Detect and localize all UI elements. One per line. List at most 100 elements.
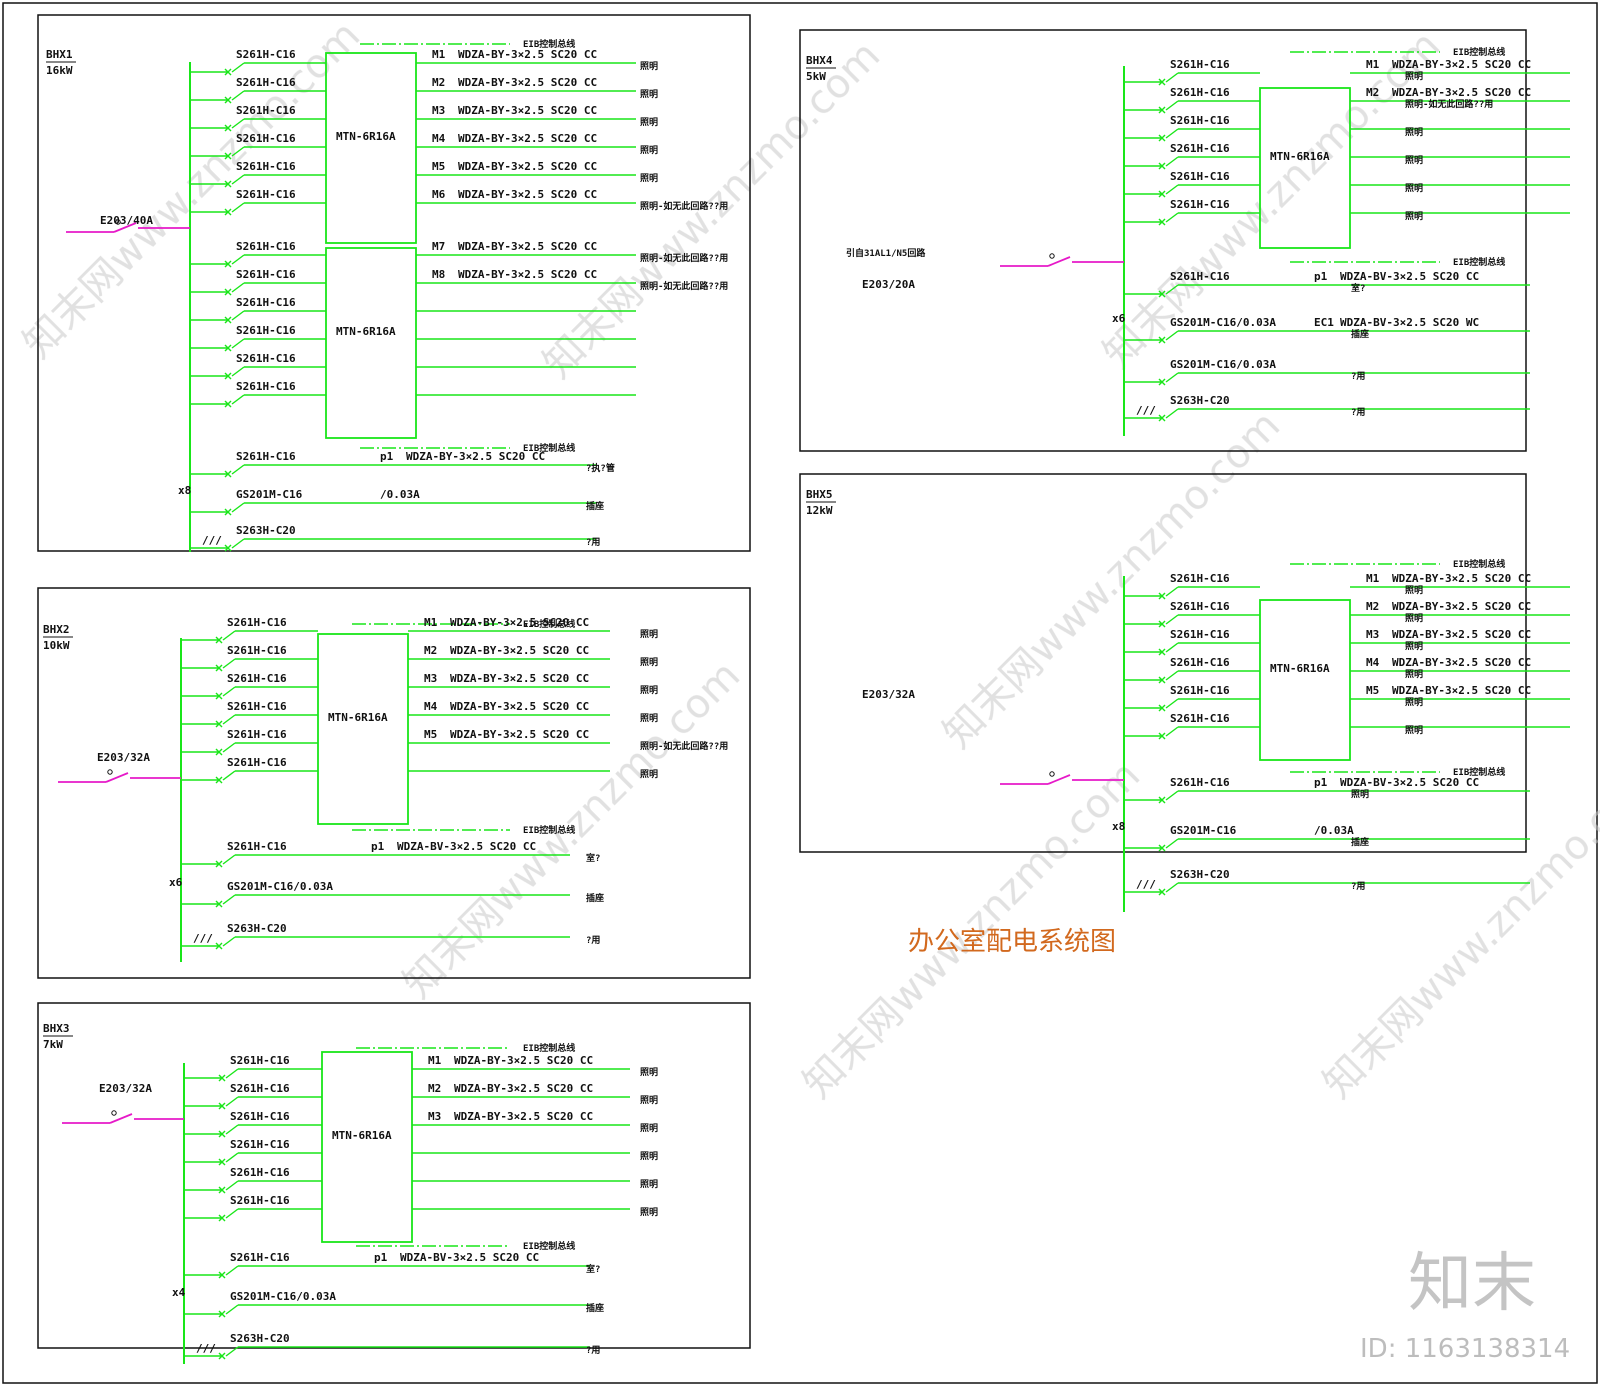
circuit-id: M1 [1366,58,1380,71]
branch-breaker-label: S261H-C16 [236,132,296,145]
circuit-use-label: 照明 [640,629,658,640]
branch-breaker-label: S261H-C16 [227,700,287,713]
breaker-blade [222,854,236,865]
breaker-contact-mark [1158,106,1166,114]
circuit-multiplier: x6 [169,876,183,889]
circuit-use-label: ?用 [586,935,600,946]
cable-spec: WDZA-BY-3×2.5 SC20 CC [450,616,589,629]
breaker-contact-mark [215,942,223,950]
circuit-use-label: 照明 [640,713,658,724]
branch-breaker-label: S261H-C16 [230,1110,290,1123]
breaker-contact-mark [224,208,232,216]
incomer-terminal [107,769,113,775]
breaker-contact-mark [1158,190,1166,198]
cable-spec: WDZA-BV-3×2.5 SC20 CC [1340,270,1479,283]
branch-breaker-label: S261H-C16 [236,104,296,117]
circuit-use-label: 照明-如无此回路??用 [640,252,728,264]
cable-spec: WDZA-BY-3×2.5 SC20 CC [1392,684,1531,697]
circuit-id: EC1 [1314,316,1334,329]
circuit-use-label: 插座 [586,500,604,512]
circuit-use-label: 照明 [1405,669,1423,680]
breaker-contact-mark [1158,592,1166,600]
breaker-contact-mark [224,288,232,296]
branch-breaker-label: S261H-C16 [236,48,296,61]
mtn-actuator-module [321,1051,413,1243]
module-label: MTN-6R16A [336,130,396,143]
module-label: MTN-6R16A [336,325,396,338]
branch-breaker-label: S263H-C20 [230,1332,290,1345]
breaker-blade [222,630,236,641]
circuit-use-label: 照明-如无此回路??用 [640,280,728,292]
circuit-id: M3 [1366,628,1379,641]
branch-breaker-label: GS201M-C16/0.03A [230,1290,336,1303]
eib-bus-label: EIB控制总线 [1453,46,1505,58]
breaker-contact-mark [1158,378,1166,386]
circuit-id: M3 [428,1110,441,1123]
panel-power: 5kW [806,70,826,83]
cable-spec: WDZA-BV-3×2.5 SC20 WC [1340,316,1479,329]
breaker-blade [1165,642,1179,653]
breaker-contact-mark [1158,290,1166,298]
cable-spec: WDZA-BY-3×2.5 SC20 CC [458,160,597,173]
branch-breaker-label: S261H-C16 [227,728,287,741]
cable-spec: WDZA-BY-3×2.5 SC20 CC [454,1054,593,1067]
branch-breaker-label: S263H-C20 [1170,868,1230,881]
breaker-blade [225,1152,239,1163]
eib-bus-label: EIB控制总线 [523,38,575,50]
branch-breaker-label: S261H-C16 [230,1054,290,1067]
mtn-actuator-module [1259,87,1351,249]
breaker-blade [222,714,236,725]
breaker-blade [222,770,236,781]
circuit-use-label: 室? [586,852,600,864]
breaker-blade [225,1265,239,1276]
module-label: MTN-6R16A [328,711,388,724]
branch-breaker-label: S261H-C16 [230,1166,290,1179]
breaker-contact-mark [224,124,232,132]
panel-bhx4: BHX45kWE203/20A引自31AL1/N5回路MTN-6R16AEIB控… [799,29,1570,452]
breaker-blade [1165,284,1179,295]
cable-spec: WDZA-BY-3×2.5 SC20 CC [1392,58,1531,71]
breaker-contact-mark [1158,620,1166,628]
circuit-id: p1 [1314,270,1328,283]
breaker-contact-mark [224,68,232,76]
image-id: ID: 1163138314 [1360,1334,1570,1364]
mtn-actuator-module [325,247,417,439]
brand-logo: 知末 [1408,1247,1536,1321]
branch-breaker-label: S261H-C16 [1170,198,1230,211]
incomer-switch-blade [1047,256,1071,267]
panel-power: 7kW [43,1038,63,1051]
panel-bhx1: BHX116kWE203/40AMTN-6R16AMTN-6R16AEIB控制总… [37,14,751,552]
breaker-contact-mark [218,1352,226,1360]
breaker-contact-mark [224,316,232,324]
breaker-contact-mark [224,260,232,268]
breaker-contact-mark [215,664,223,672]
branch-breaker-label: GS201M-C16 [1170,824,1237,837]
branch-breaker-label: S261H-C16 [1170,58,1230,71]
circuit-use-label: ?执?管 [586,462,615,474]
branch-breaker-label: S261H-C16 [230,1194,290,1207]
circuit-use-label: 室? [1351,282,1365,294]
panel-bhx3: BHX37kWE203/32AMTN-6R16AEIB控制总线EIB控制总线S2… [37,1002,751,1364]
branch-breaker-label: S261H-C16 [1170,628,1230,641]
circuit-use-label: ?用 [1351,881,1365,892]
circuit-multiplier: x6 [1112,312,1126,325]
circuit-use-label: 照明 [640,117,658,128]
incomer-breaker-label: E203/32A [862,688,915,701]
circuit-use-label: 照明 [1405,127,1423,138]
circuit-use-label: 照明 [640,1067,658,1078]
circuit-id: p1 [374,1251,388,1264]
circuit-id: M3 [424,672,437,685]
breaker-contact-mark [1158,134,1166,142]
circuit-use-label: 照明 [1405,211,1423,222]
cable-spec: WDZA-BY-3×2.5 SC20 CC [450,728,589,741]
breaker-contact-mark [224,152,232,160]
circuit-use-label: ?用 [1351,407,1365,418]
breaker-contact-mark [224,544,232,552]
breaker-blade [231,310,245,321]
branch-breaker-label: S261H-C16 [227,840,287,853]
breaker-blade [225,1096,239,1107]
cable-spec: WDZA-BY-3×2.5 SC20 CC [458,268,597,281]
circuit-id: M2 [424,644,437,657]
breaker-blade [222,686,236,697]
